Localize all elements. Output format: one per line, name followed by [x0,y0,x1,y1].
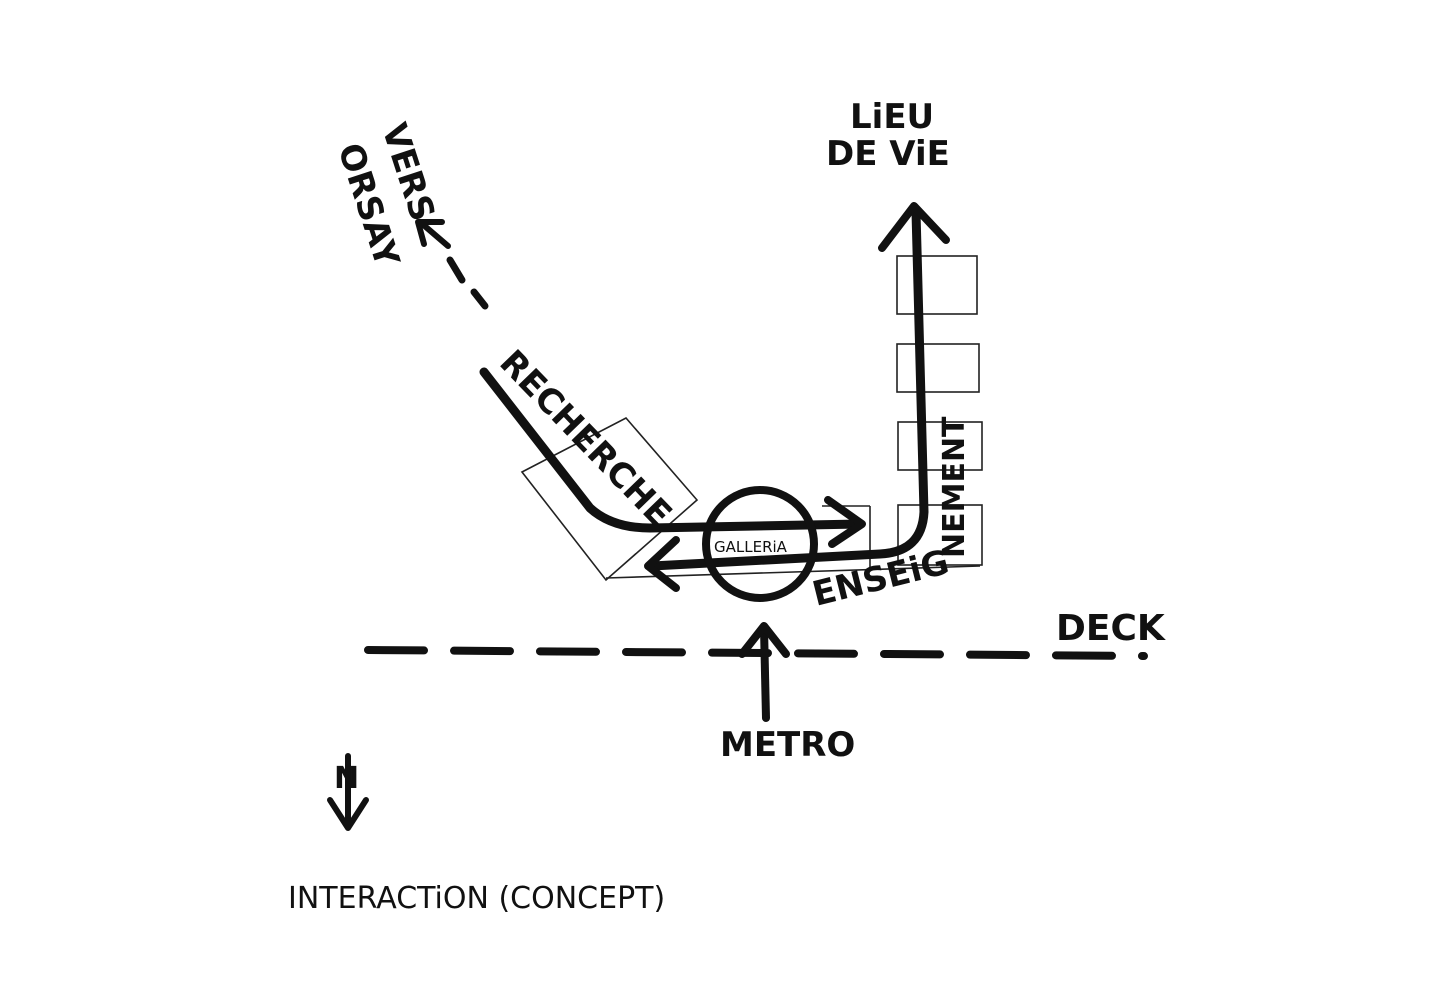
vers-orsay-label: VERS ORSAY [329,118,442,272]
galleria-band-bottom [605,565,981,579]
enseignement-block-3 [897,421,983,471]
galleria-label: GALLERiA [714,538,788,556]
orsay-arrow-icon [415,219,451,249]
deck-label: DECK [1056,608,1166,649]
recherche-path [479,367,865,533]
enseignement-arrowhead-icon [644,536,680,592]
recherche-block-outline [520,416,699,582]
enseignement-block-2 [896,343,980,393]
enseignement-label-part2: NEMENT [937,416,972,558]
metro-label: METRO [720,725,855,765]
orsay-dashed-line [446,256,489,310]
lieu-de-vie-label: LiEU DE ViE [826,97,950,174]
metro-arrow-icon [738,622,790,722]
recherche-arrowhead-icon [824,496,866,548]
lieu-de-vie-arrowhead-icon [878,202,950,252]
deck-dashed-line [364,646,1148,660]
north-arrow-icon [327,753,369,831]
enseignement-block-1 [896,255,978,315]
lieu-label: LiEU [850,97,934,137]
north-label: N [334,761,359,796]
enseignement-block-4 [897,504,983,566]
galleria-circle [702,486,818,602]
enseignement-path [647,207,929,571]
building-outlines [520,255,983,582]
de-vie-label: DE ViE [826,134,950,174]
caption: INTERACTiON (CONCEPT) [288,881,665,916]
